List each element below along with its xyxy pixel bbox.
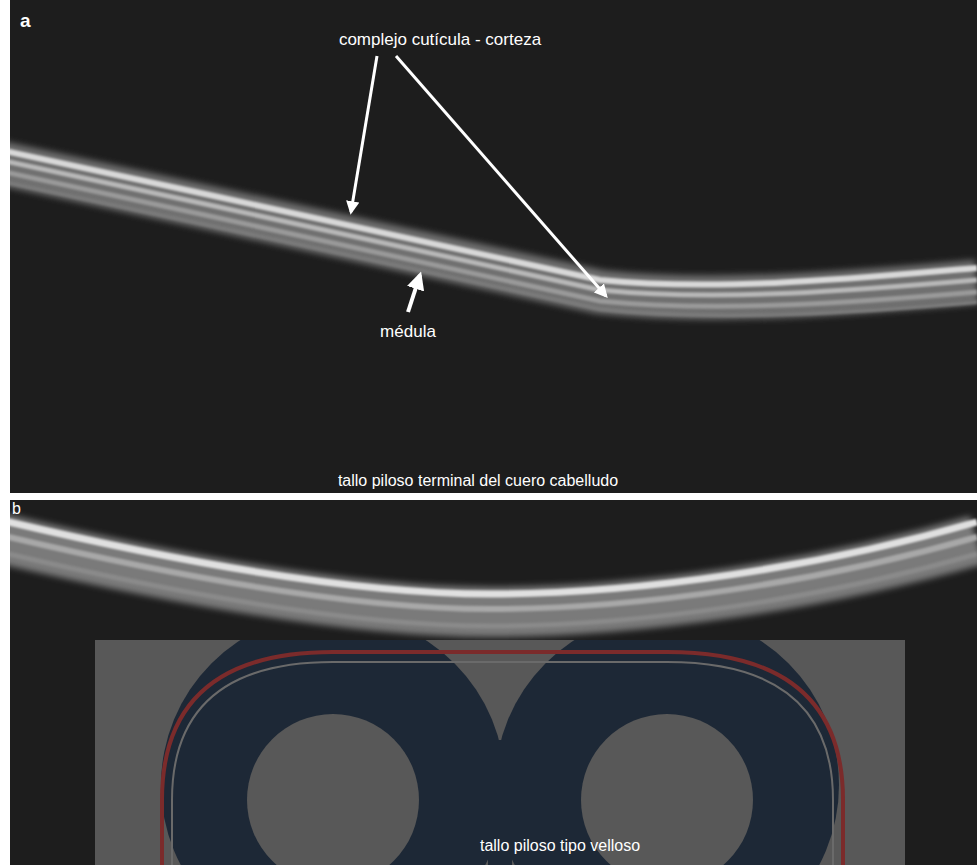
panel-letter: a [20,10,31,32]
terminal-hair-shaft [10,150,977,315]
panel-caption: tallo piloso terminal del cuero cabellud… [338,472,618,490]
leader-arrows [351,56,606,312]
watermark-logo [95,613,905,865]
vellus-hair-shaft [10,520,977,626]
panel-caption: tallo piloso tipo velloso [480,837,640,855]
structure-label: médula [380,322,436,342]
structure-label: complejo cutícula - corteza [339,30,541,50]
panel-background [10,0,977,493]
panel-letter: b [12,500,21,518]
panel-separator [10,493,977,500]
